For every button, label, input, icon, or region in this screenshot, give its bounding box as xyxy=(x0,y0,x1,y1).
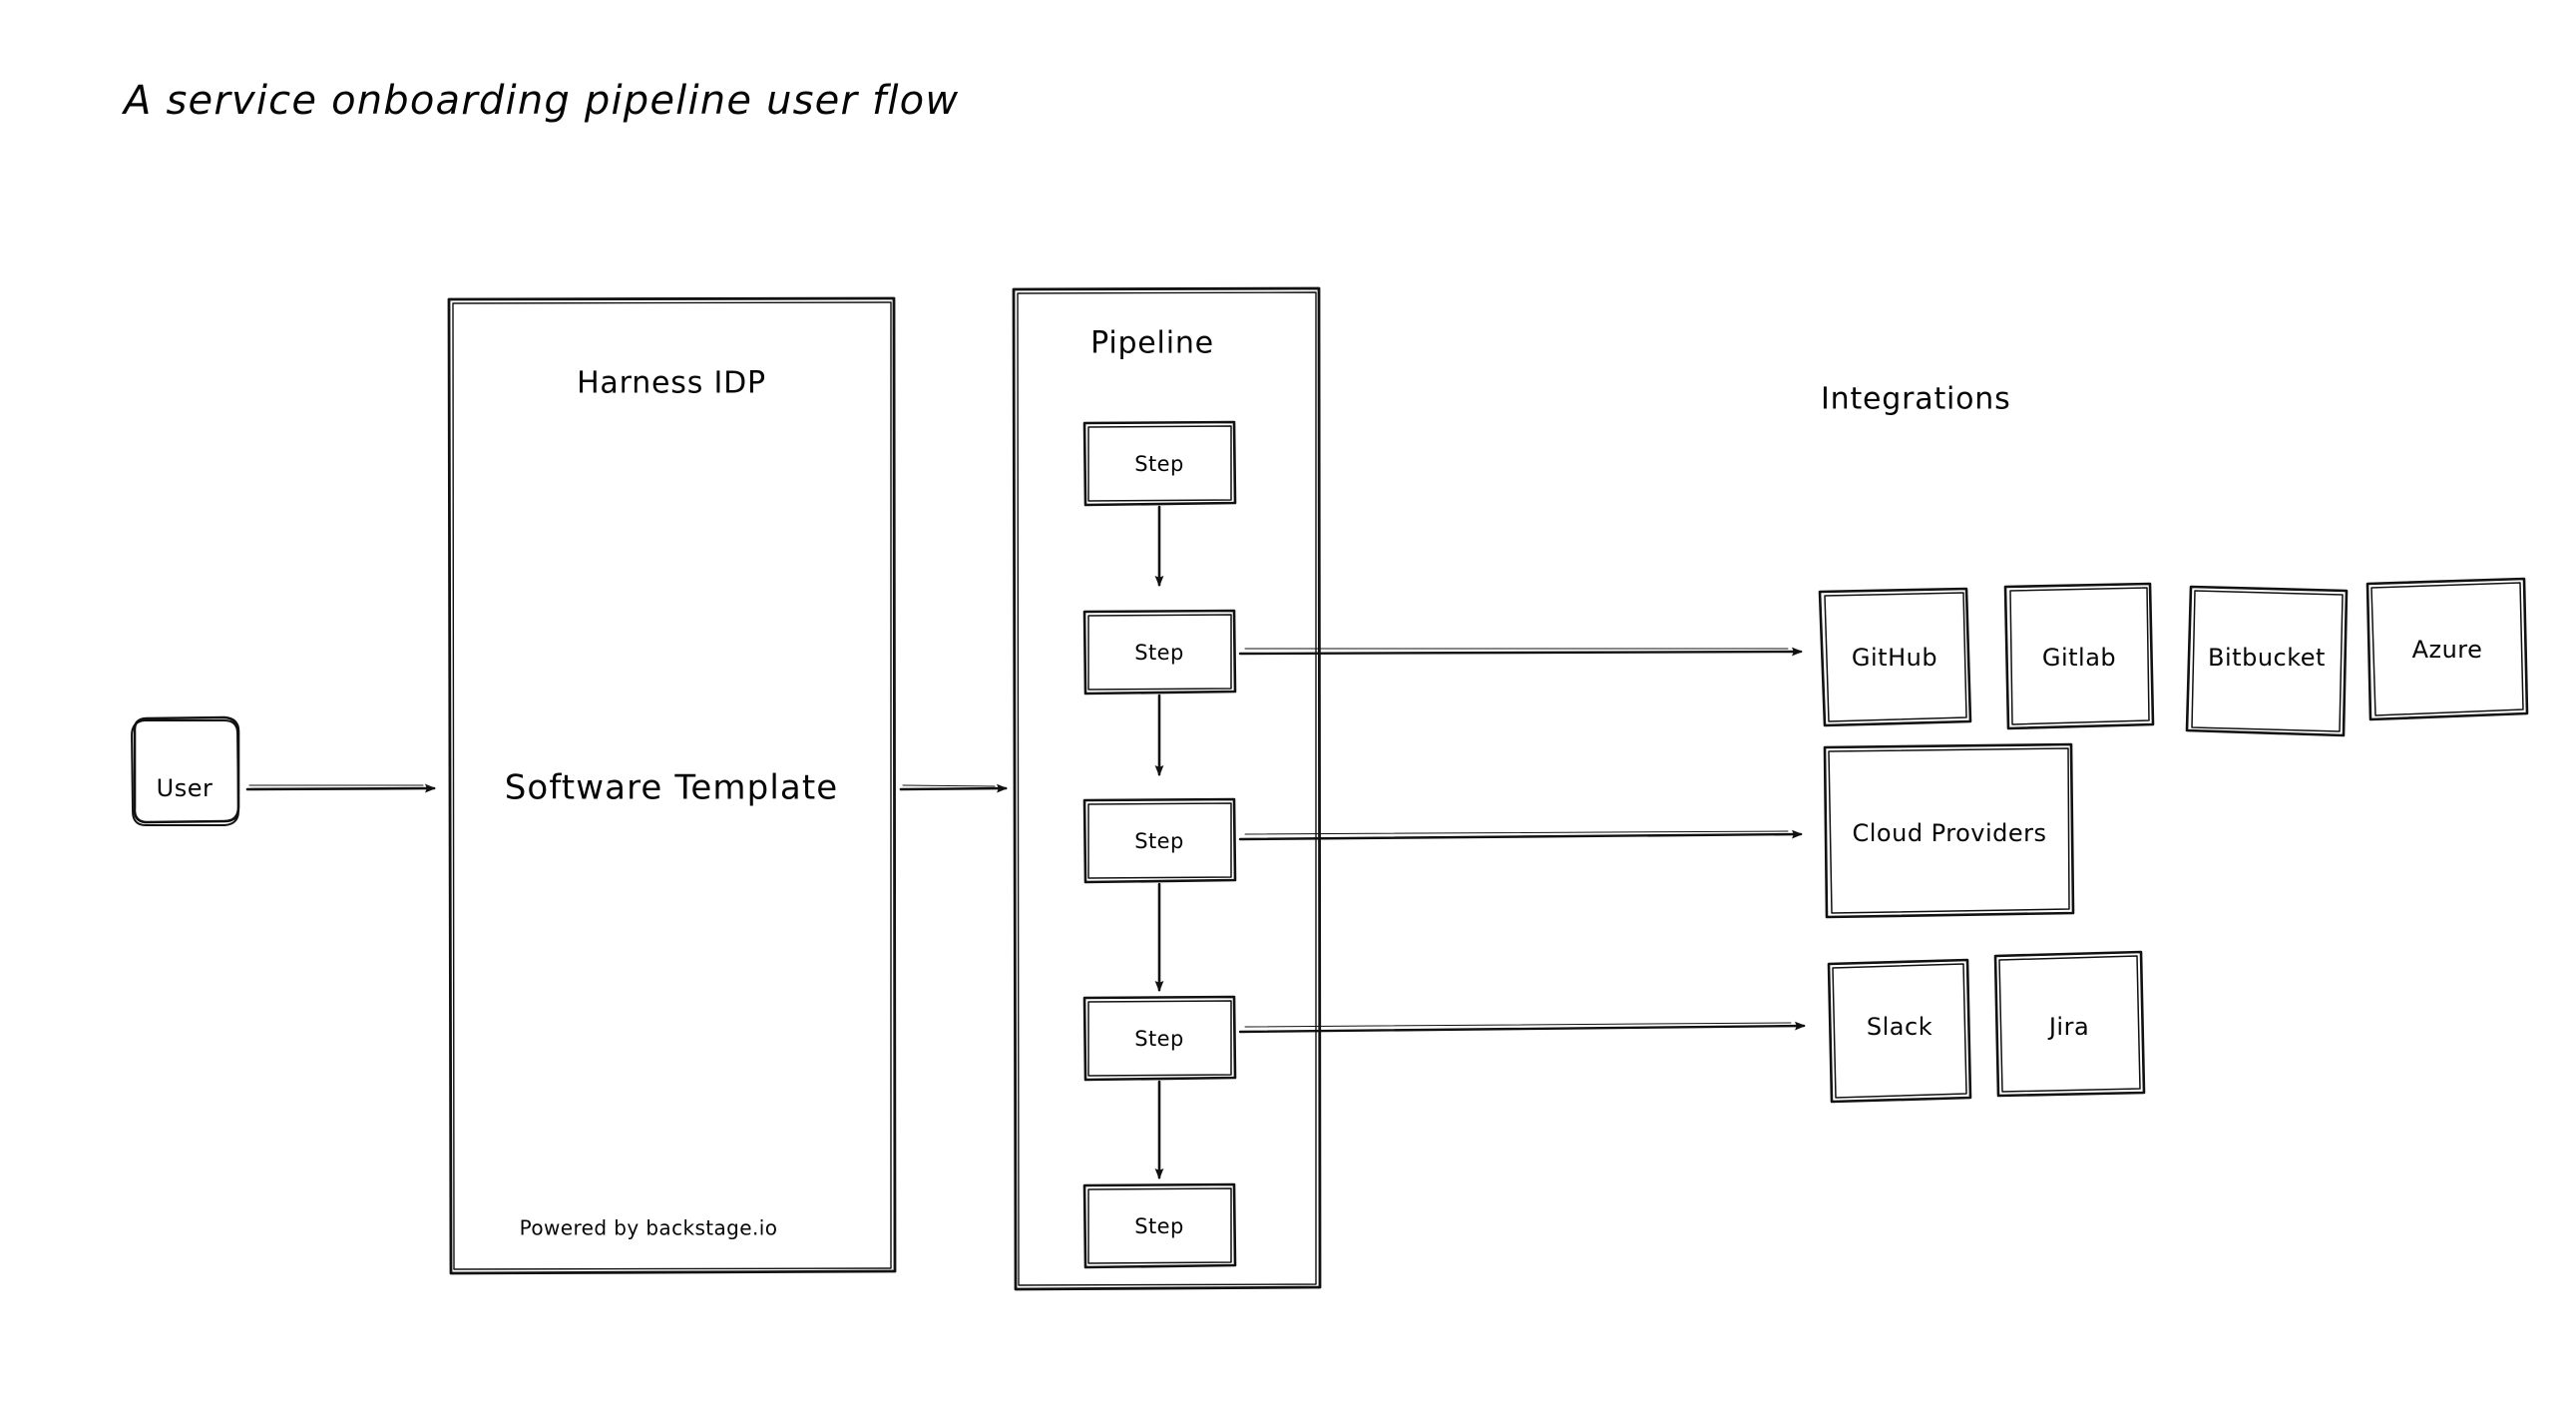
group-pipeline: Pipeline Step Step Step xyxy=(1012,286,1322,1291)
pipeline-step-2-label: Step xyxy=(1134,641,1183,665)
pipeline-step-4-label: Step xyxy=(1134,1027,1183,1051)
integration-bitbucket-label: Bitbucket xyxy=(2208,644,2326,672)
connector-step3-to-cloud-providers xyxy=(1238,829,1803,841)
group-harness-idp: Harness IDP Software Template Powered by… xyxy=(447,296,897,1275)
integration-jira-label: Jira xyxy=(2047,1013,2089,1041)
integration-gitlab[interactable]: Gitlab xyxy=(2003,582,2155,730)
pipeline-step-3[interactable]: Step xyxy=(1082,797,1237,884)
integration-slack-label: Slack xyxy=(1867,1013,1932,1041)
page-title: A service onboarding pipeline user flow xyxy=(121,78,959,124)
connector-step2-to-github xyxy=(1238,647,1803,657)
connector-user-to-idp xyxy=(245,783,436,793)
pipeline-step-3-label: Step xyxy=(1134,829,1183,853)
pipeline-step-1-label: Step xyxy=(1134,452,1183,476)
integration-jira[interactable]: Jira xyxy=(1993,950,2146,1098)
group-harness-idp-title: Harness IDP xyxy=(577,366,766,401)
integration-cloud-providers-label: Cloud Providers xyxy=(1853,819,2047,847)
node-user[interactable]: User xyxy=(131,715,240,826)
integration-azure-label: Azure xyxy=(2412,636,2483,664)
group-pipeline-title: Pipeline xyxy=(1090,326,1214,361)
powered-by-backstage-label: Powered by backstage.io xyxy=(520,1216,778,1240)
integration-gitlab-label: Gitlab xyxy=(2042,644,2116,672)
integration-github[interactable]: GitHub xyxy=(1818,587,1972,727)
integration-bitbucket[interactable]: Bitbucket xyxy=(2185,585,2349,737)
group-integrations-title: Integrations xyxy=(1821,382,2011,417)
pipeline-step-5[interactable]: Step xyxy=(1082,1182,1237,1269)
integration-slack[interactable]: Slack xyxy=(1827,958,1972,1104)
pipeline-step-4[interactable]: Step xyxy=(1082,995,1237,1082)
integration-azure[interactable]: Azure xyxy=(2365,577,2529,721)
integration-github-label: GitHub xyxy=(1852,644,1937,672)
pipeline-step-1[interactable]: Step xyxy=(1082,420,1237,507)
pipeline-step-2[interactable]: Step xyxy=(1082,609,1237,696)
node-user-label: User xyxy=(157,774,214,802)
software-template-label: Software Template xyxy=(505,768,839,808)
integration-cloud-providers[interactable]: Cloud Providers xyxy=(1823,742,2075,919)
connector-step4-to-slack xyxy=(1238,1021,1806,1034)
pipeline-step-5-label: Step xyxy=(1134,1214,1183,1238)
connector-idp-to-pipeline xyxy=(899,783,1008,793)
